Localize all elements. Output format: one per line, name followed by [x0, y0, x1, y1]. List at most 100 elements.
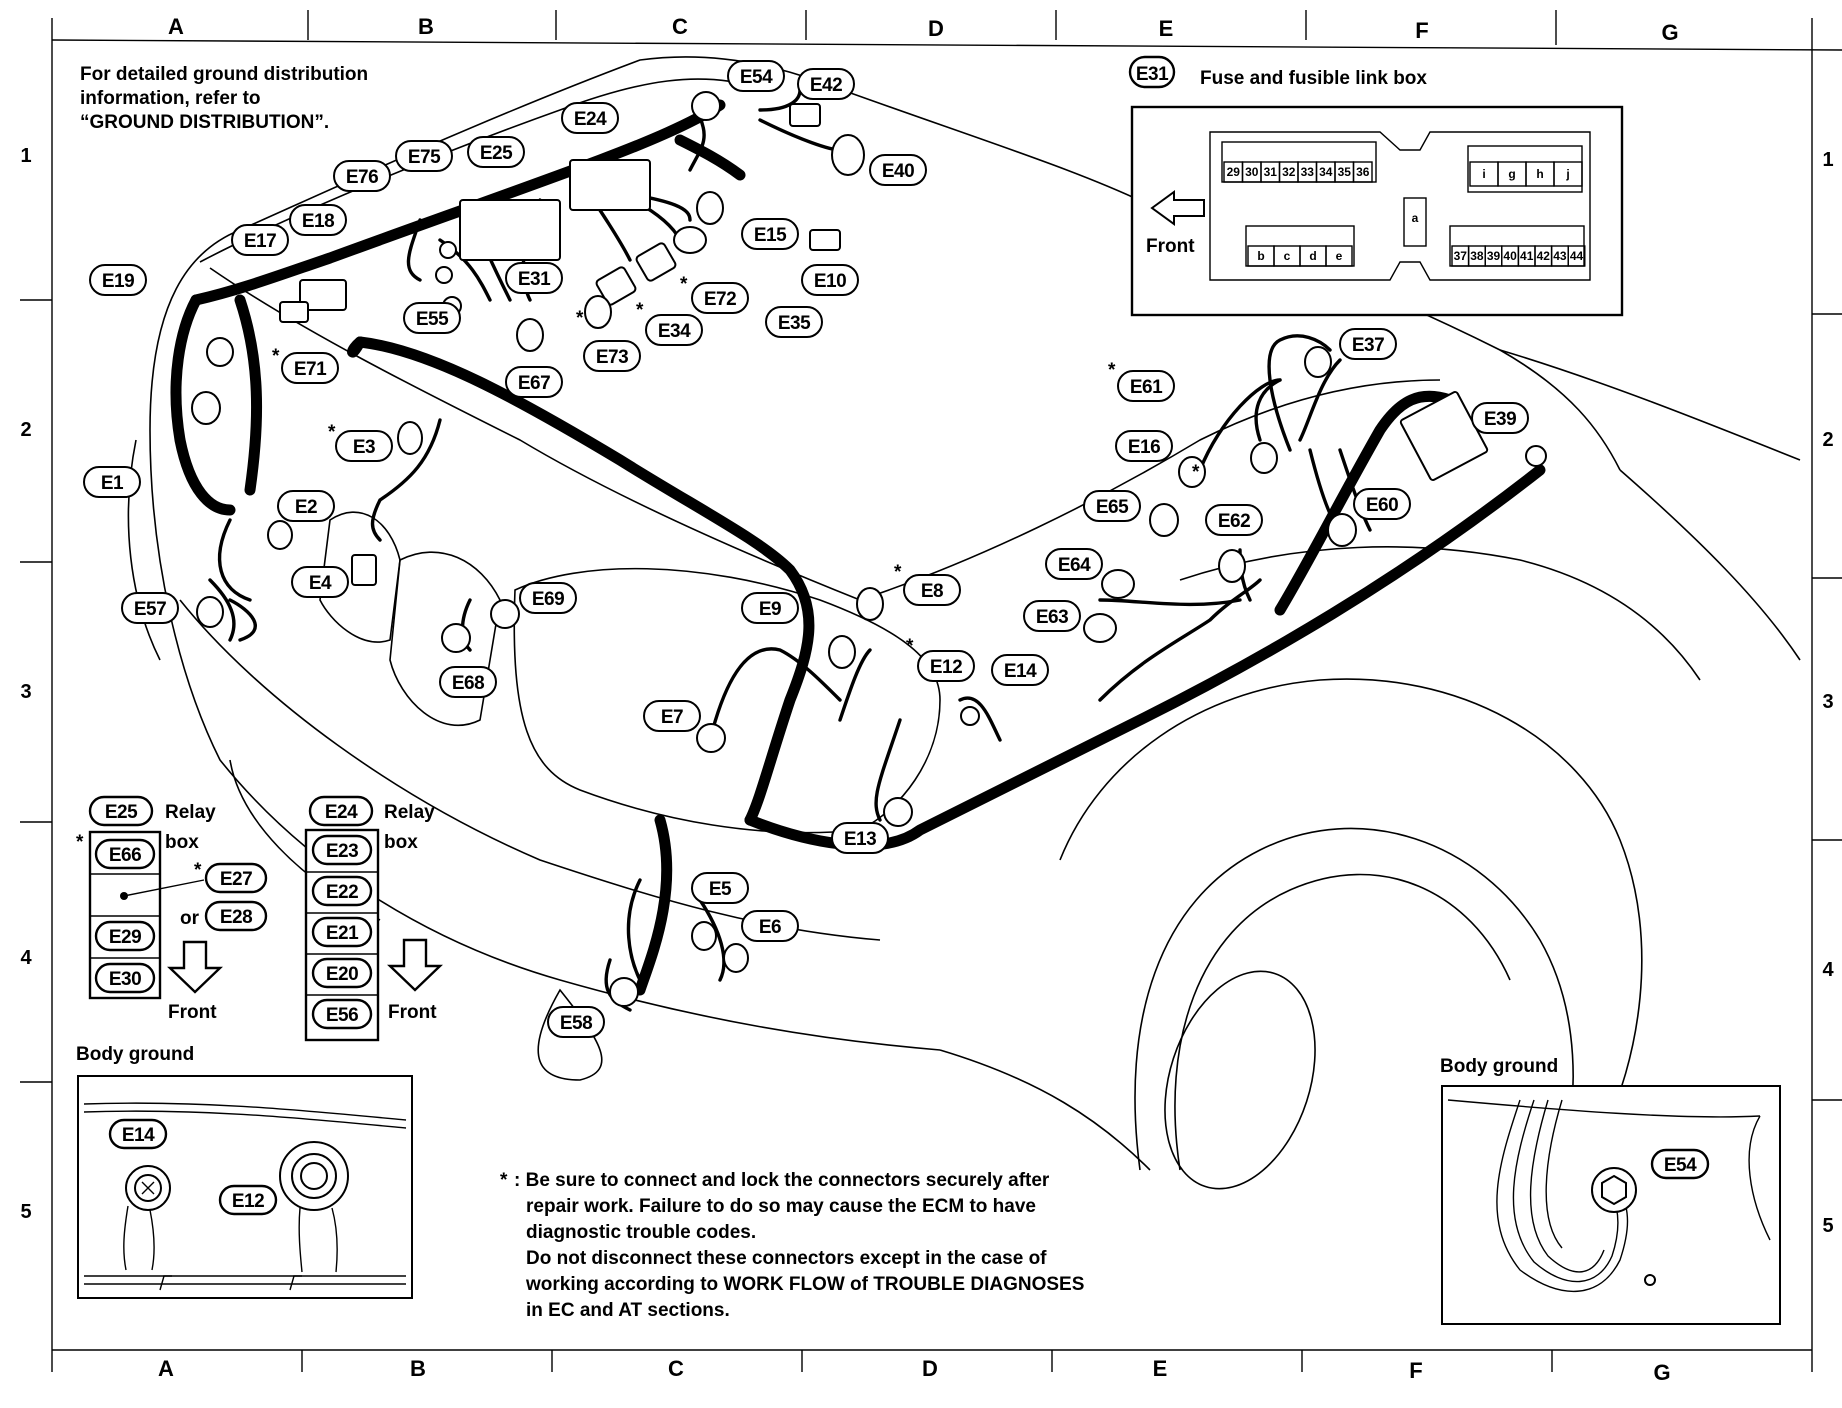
plug-e37	[1304, 346, 1332, 378]
fuse-cell-38: 38	[1470, 249, 1484, 263]
relay-box-1-title-word2: box	[165, 832, 199, 853]
grid-col-g-bottom: G	[1653, 1360, 1670, 1385]
connector-label-e72: E72	[691, 282, 749, 314]
plug-e42	[789, 103, 821, 127]
plug-e9	[828, 635, 856, 669]
connector-label-e2: E2	[277, 490, 335, 522]
grid-col-g: G	[1661, 20, 1678, 45]
connector-label-e14: E14	[991, 654, 1049, 686]
fuse-box-title: Fuse and fusible link box	[1200, 68, 1427, 89]
svg-text:E75: E75	[408, 147, 441, 168]
relay-box-1-title-word1: Relay	[165, 802, 216, 823]
svg-text:E6: E6	[759, 917, 781, 938]
grid-col-a: A	[168, 14, 184, 39]
fuse-cell-h: h	[1536, 167, 1543, 181]
connector-label-e65: E65	[1083, 490, 1141, 522]
asterisk-e71: *	[272, 346, 280, 367]
svg-text:E61: E61	[1130, 377, 1163, 398]
connector-label-e63: E63	[1023, 600, 1081, 632]
relay-box-1-branch-e27: E27	[220, 869, 252, 890]
svg-text:E55: E55	[416, 309, 449, 330]
relay-box-2-title-word1: Relay	[384, 802, 435, 823]
svg-text:E65: E65	[1096, 497, 1129, 518]
plug-e68	[441, 623, 471, 653]
fuse-cell-36: 36	[1356, 165, 1370, 179]
svg-text:E3: E3	[353, 437, 375, 458]
relay-box-2-title-word2: box	[384, 832, 418, 853]
svg-text:E31: E31	[518, 269, 551, 290]
relay-box-2-front-arrow	[387, 938, 443, 992]
body-ground-left-e14: E14	[122, 1125, 155, 1146]
ground-distribution-note: For detailed ground distribution informa…	[80, 64, 368, 133]
relay-box-1-branch-asterisk: *	[194, 860, 202, 881]
connector-label-e42: E42	[797, 68, 855, 100]
svg-text:E54: E54	[740, 67, 773, 88]
fuse-box-connector-bubble	[1128, 55, 1176, 89]
fuse-cell-30: 30	[1245, 165, 1259, 179]
svg-text:E15: E15	[754, 225, 787, 246]
plug-e18	[299, 279, 347, 311]
ground-note-line-2: information, refer to	[80, 88, 261, 109]
footer-line-6: in EC and AT sections.	[526, 1300, 730, 1321]
svg-text:E34: E34	[658, 321, 691, 342]
grid-row-5: 5	[20, 1201, 31, 1223]
fuse-cell-39: 39	[1487, 249, 1501, 263]
fuse-cell-b: b	[1257, 249, 1264, 263]
grid-column-labels-top: A B C D E F G	[168, 14, 1679, 45]
relay-box-1-item-e29: E29	[109, 927, 141, 948]
svg-text:E67: E67	[518, 373, 550, 394]
connector-label-e67: E67	[505, 366, 563, 398]
grid-col-e-bottom: E	[1153, 1356, 1168, 1381]
plug-e34	[595, 266, 637, 306]
plug-e13	[883, 797, 913, 827]
fuse-box-front-label: Front	[1146, 236, 1195, 257]
connector-label-e68: E68	[439, 666, 497, 698]
plug-e76	[435, 266, 453, 284]
ground-note-line-3: “GROUND DISTRIBUTION”.	[80, 112, 329, 133]
fuse-cell-44: 44	[1570, 249, 1584, 263]
grid-row-5-right: 5	[1822, 1215, 1833, 1237]
plug-e3	[397, 421, 423, 455]
body-ground-right-e54: E54	[1664, 1155, 1697, 1176]
relay-box-1-title-bubble	[88, 795, 154, 827]
connector-label-e1: E1	[83, 466, 141, 498]
connector-label-e8: E8	[903, 574, 961, 606]
connector-label-e16: E16	[1115, 430, 1173, 462]
svg-text:E4: E4	[309, 573, 332, 594]
plug-e2	[267, 520, 293, 550]
fuse-center-letter: a	[1412, 211, 1419, 225]
footer-line-1: : Be sure to connect and lock the connec…	[514, 1170, 1050, 1191]
body-ground-left-title: Body ground	[76, 1044, 194, 1065]
svg-text:E63: E63	[1036, 607, 1068, 628]
connector-label-e62: E62	[1205, 504, 1263, 536]
connector-label-e34: E34	[645, 314, 703, 346]
connector-label-e37: E37	[1339, 328, 1397, 360]
asterisk-e3: *	[328, 422, 336, 443]
grid-row-1-right: 1	[1822, 149, 1833, 171]
grid-col-b-bottom: B	[410, 1356, 426, 1381]
fuse-cell-e: e	[1336, 249, 1343, 263]
asterisk-e8: *	[894, 562, 902, 583]
relay-box-2-front-label: Front	[388, 1002, 437, 1023]
svg-text:E76: E76	[346, 167, 378, 188]
grid-row-4: 4	[20, 947, 32, 969]
plug-e69	[490, 599, 520, 629]
connector-label-e54: E54	[727, 60, 785, 92]
svg-text:E42: E42	[810, 75, 842, 96]
plug-e7	[696, 723, 726, 753]
fuse-cell-d: d	[1309, 249, 1316, 263]
plug-e63	[1083, 613, 1117, 643]
body-ground-right: Body ground E54	[1440, 1056, 1781, 1325]
fuse-cell-42: 42	[1537, 249, 1551, 263]
svg-text:E68: E68	[452, 673, 484, 694]
fuse-cell-35: 35	[1338, 165, 1352, 179]
connector-label-e73: E73	[583, 340, 641, 372]
footer-line-2: repair work. Failure to do so may cause …	[526, 1196, 1036, 1217]
connector-label-e31: E31	[505, 262, 563, 294]
relay-box-2-item-e22: E22	[326, 882, 358, 903]
grid-col-d: D	[928, 16, 944, 41]
relay-box-1-branch-e28: E28	[220, 907, 252, 928]
connector-label-e6: E6	[741, 910, 799, 942]
